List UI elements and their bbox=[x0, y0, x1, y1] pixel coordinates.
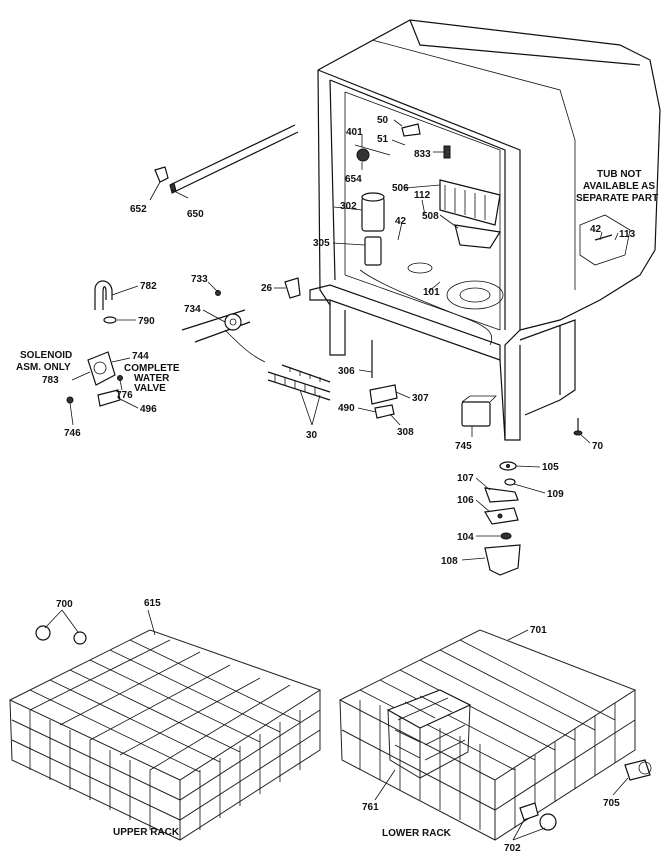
label-733: 733 bbox=[191, 274, 208, 285]
label-700: 700 bbox=[56, 599, 73, 610]
water-valve-parts bbox=[66, 351, 123, 407]
solenoid-note-line2: ASM. ONLY bbox=[16, 362, 71, 373]
label-51: 51 bbox=[377, 134, 389, 145]
lower-rack bbox=[338, 629, 652, 841]
label-108: 108 bbox=[441, 556, 458, 567]
label-705: 705 bbox=[603, 798, 620, 809]
upper-rack bbox=[8, 625, 322, 841]
label-490: 490 bbox=[338, 403, 355, 414]
label-746: 746 bbox=[64, 428, 81, 439]
tub-note-line2: AVAILABLE AS bbox=[583, 181, 655, 192]
valve-note-line3: VALVE bbox=[134, 383, 166, 394]
label-42a: 42 bbox=[395, 216, 407, 227]
label-105: 105 bbox=[542, 462, 559, 473]
upper-rack-caption: UPPER RACK bbox=[113, 827, 180, 838]
label-776: 776 bbox=[116, 390, 133, 401]
label-650: 650 bbox=[187, 209, 204, 220]
notes: TUB NOT AVAILABLE AS SEPARATE PART SOLEN… bbox=[16, 169, 658, 394]
label-744: 744 bbox=[132, 351, 149, 362]
label-26: 26 bbox=[261, 283, 273, 294]
heater-parts bbox=[181, 277, 331, 401]
label-761: 761 bbox=[362, 802, 379, 813]
drain-hose-parts bbox=[94, 280, 117, 324]
label-50: 50 bbox=[377, 115, 389, 126]
solenoid-note-line1: SOLENOID bbox=[20, 350, 72, 361]
label-401: 401 bbox=[346, 127, 363, 138]
label-652: 652 bbox=[130, 204, 147, 215]
label-305: 305 bbox=[313, 238, 330, 249]
tub-note-line1: TUB NOT bbox=[597, 169, 641, 180]
label-42b: 42 bbox=[590, 224, 602, 235]
label-654: 654 bbox=[345, 174, 362, 185]
leader-lines bbox=[44, 119, 629, 841]
label-734: 734 bbox=[184, 304, 201, 315]
tub-note-line3: SEPARATE PART bbox=[576, 193, 658, 204]
label-70: 70 bbox=[592, 441, 604, 452]
lower-rack-caption: LOWER RACK bbox=[382, 828, 452, 839]
label-113: 113 bbox=[619, 229, 636, 240]
label-112: 112 bbox=[414, 190, 431, 201]
label-109: 109 bbox=[547, 489, 564, 500]
valve-note-line2: WATER bbox=[134, 373, 170, 384]
label-782: 782 bbox=[140, 281, 157, 292]
captions: UPPER RACK LOWER RACK bbox=[113, 827, 452, 839]
part-labels: 50 51 401 833 654 506 112 302 42 508 305… bbox=[42, 115, 636, 854]
label-30: 30 bbox=[306, 430, 318, 441]
label-702: 702 bbox=[504, 843, 521, 854]
label-701: 701 bbox=[530, 625, 547, 636]
label-106: 106 bbox=[457, 495, 474, 506]
label-615: 615 bbox=[144, 598, 161, 609]
label-302: 302 bbox=[340, 201, 357, 212]
label-306: 306 bbox=[338, 366, 355, 377]
label-790: 790 bbox=[138, 316, 155, 327]
label-783: 783 bbox=[42, 375, 59, 386]
label-745: 745 bbox=[455, 441, 472, 452]
tub-assembly bbox=[309, 19, 661, 441]
door-gasket-parts bbox=[154, 124, 299, 194]
label-833: 833 bbox=[414, 149, 431, 160]
label-508: 508 bbox=[422, 211, 439, 222]
label-104: 104 bbox=[457, 532, 474, 543]
valve-note-line1: COMPLETE bbox=[124, 363, 180, 374]
label-307: 307 bbox=[412, 393, 429, 404]
label-496: 496 bbox=[140, 404, 157, 415]
lower-parts bbox=[369, 340, 583, 576]
label-107: 107 bbox=[457, 473, 474, 484]
label-308: 308 bbox=[397, 427, 414, 438]
label-101: 101 bbox=[423, 287, 440, 298]
label-506: 506 bbox=[392, 183, 409, 194]
